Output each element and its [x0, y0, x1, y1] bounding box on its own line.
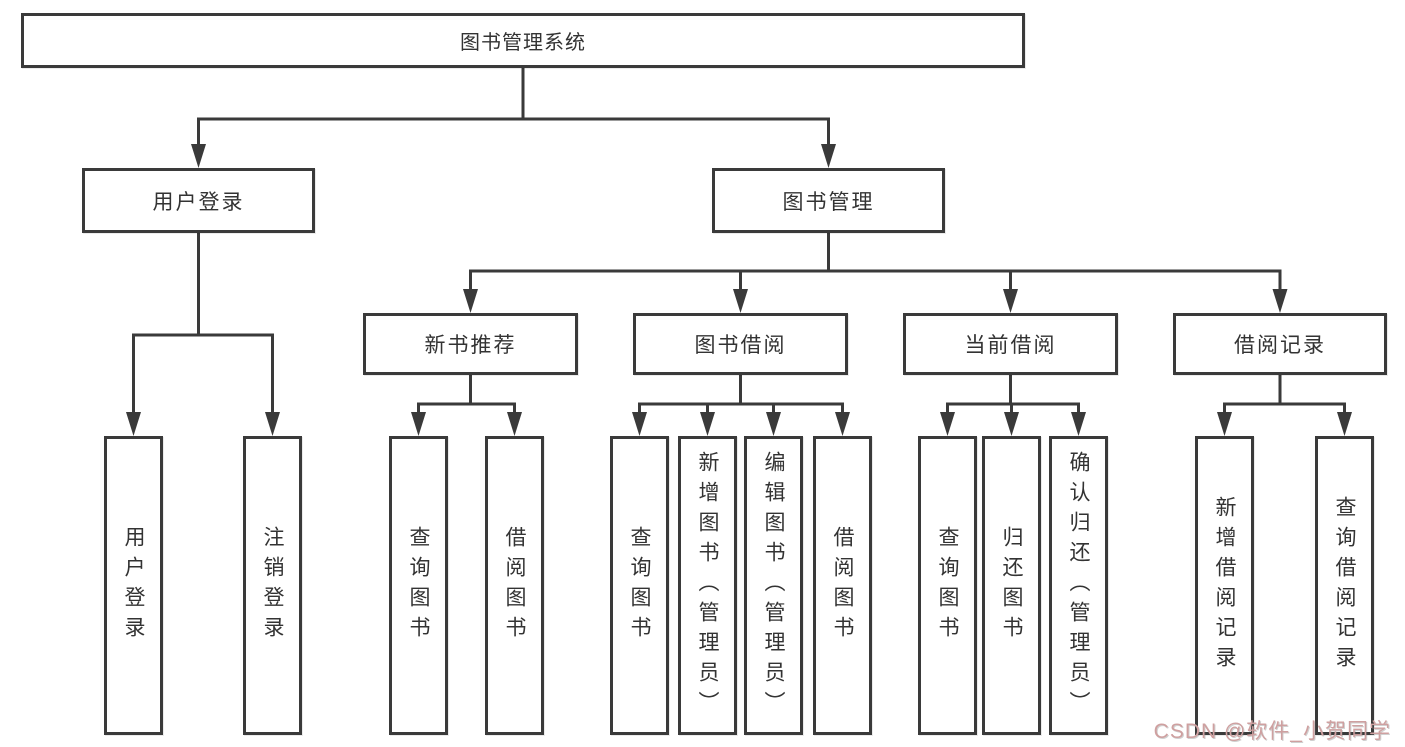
leaf-records-query: 查询借阅记录 — [1315, 436, 1374, 735]
connector-book-mgmt-group — [469, 231, 1282, 297]
leaf-label: 确认归还（管理员） — [1067, 450, 1090, 721]
leaf-label: 新增图书（管理员） — [696, 450, 719, 721]
leaf-current-confirm-admin: 确认归还（管理员） — [1049, 436, 1108, 735]
connector-user-login-group — [132, 231, 274, 420]
connector-records-group — [1223, 373, 1346, 420]
node-label: 图书借阅 — [694, 334, 787, 357]
leaf-label: 查询图书 — [628, 525, 651, 646]
leaf-current-query: 查询图书 — [918, 436, 977, 735]
leaf-borrow-edit-admin: 编辑图书（管理员） — [744, 436, 803, 735]
leaf-label: 查询图书 — [936, 525, 959, 646]
node-borrow-records: 借阅记录 — [1173, 313, 1387, 375]
leaf-current-return: 归还图书 — [982, 436, 1041, 735]
leaf-borrow-query: 查询图书 — [610, 436, 669, 735]
leaf-borrow-add-admin: 新增图书（管理员） — [678, 436, 737, 735]
node-new-book-recommend: 新书推荐 — [363, 313, 578, 375]
node-label: 图书管理系统 — [460, 32, 586, 54]
leaf-label: 借阅图书 — [831, 525, 854, 646]
node-current-borrow: 当前借阅 — [903, 313, 1118, 375]
leaf-logout: 注销登录 — [243, 436, 302, 735]
leaf-user-login: 用户登录 — [104, 436, 163, 735]
watermark: CSDN @软件_小贺同学 — [1153, 720, 1391, 743]
node-book-borrow: 图书借阅 — [633, 313, 848, 375]
leaf-records-add: 新增借阅记录 — [1195, 436, 1254, 735]
leaf-label: 注销登录 — [261, 525, 284, 646]
node-label: 新书推荐 — [424, 334, 517, 357]
connector-current-group — [946, 373, 1080, 420]
node-label: 借阅记录 — [1234, 334, 1326, 357]
connector-newbook-group — [417, 373, 516, 420]
leaf-newbook-query: 查询图书 — [389, 436, 448, 735]
leaf-label: 用户登录 — [122, 525, 145, 646]
leaf-label: 借阅图书 — [503, 525, 526, 646]
leaf-label: 查询借阅记录 — [1333, 495, 1356, 676]
leaf-borrow-borrow: 借阅图书 — [813, 436, 872, 735]
leaf-label: 查询图书 — [407, 525, 430, 646]
node-label: 图书管理 — [782, 190, 875, 214]
leaf-label: 编辑图书（管理员） — [762, 450, 785, 721]
node-label: 用户登录 — [152, 190, 245, 214]
node-label: 当前借阅 — [964, 334, 1057, 357]
leaf-newbook-borrow: 借阅图书 — [485, 436, 544, 735]
node-user-login: 用户登录 — [82, 168, 315, 233]
connector-borrow-group — [638, 373, 844, 420]
connector-root — [197, 66, 830, 152]
node-library-system: 图书管理系统 — [21, 13, 1025, 68]
leaf-label: 归还图书 — [1000, 525, 1023, 646]
node-book-management: 图书管理 — [712, 168, 945, 233]
leaf-label: 新增借阅记录 — [1213, 495, 1236, 676]
